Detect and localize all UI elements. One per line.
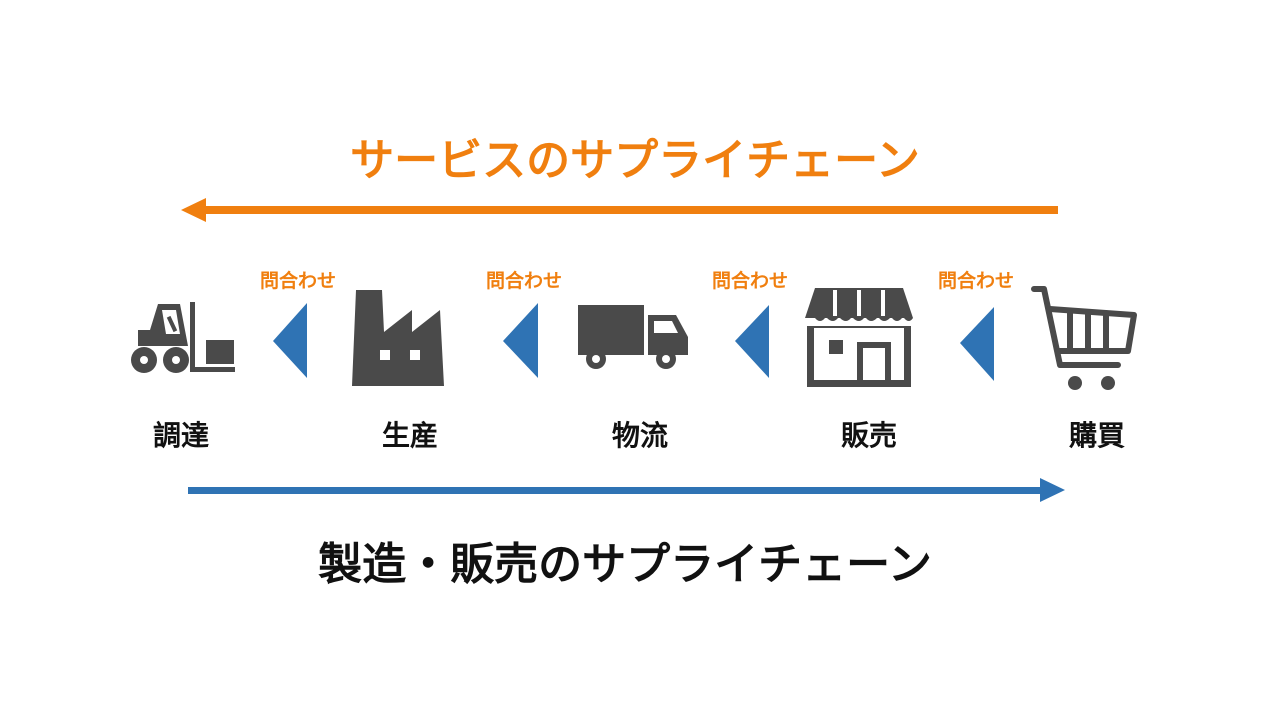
inquiry-label: 問合わせ — [259, 270, 337, 292]
factory-icon — [352, 290, 444, 386]
inquiry-label: 問合わせ — [937, 270, 1015, 292]
forklift-icon — [131, 302, 235, 373]
inquiry-label: 問合わせ — [485, 270, 563, 292]
stage-label-logistics: 物流 — [611, 419, 669, 452]
left-triangle-icon — [735, 305, 769, 378]
stage-label-purchase: 購買 — [1068, 419, 1126, 452]
stage-label-production: 生産 — [381, 419, 439, 452]
store-icon — [805, 288, 913, 387]
left-triangle-icon — [273, 303, 307, 378]
left-triangle-icon — [503, 303, 538, 378]
manufacturing-supply-chain-title: 製造・販売のサプライチェーン — [318, 539, 932, 590]
truck-icon — [578, 305, 688, 369]
stage-label-sales: 販売 — [840, 419, 898, 452]
service-supply-chain-title: サービスのサプライチェーン — [350, 135, 920, 186]
inquiry-label: 問合わせ — [711, 270, 789, 292]
stage-label-procurement: 調達 — [152, 419, 210, 452]
left-triangle-icon — [960, 307, 994, 381]
shopping-cart-icon — [1031, 286, 1137, 390]
